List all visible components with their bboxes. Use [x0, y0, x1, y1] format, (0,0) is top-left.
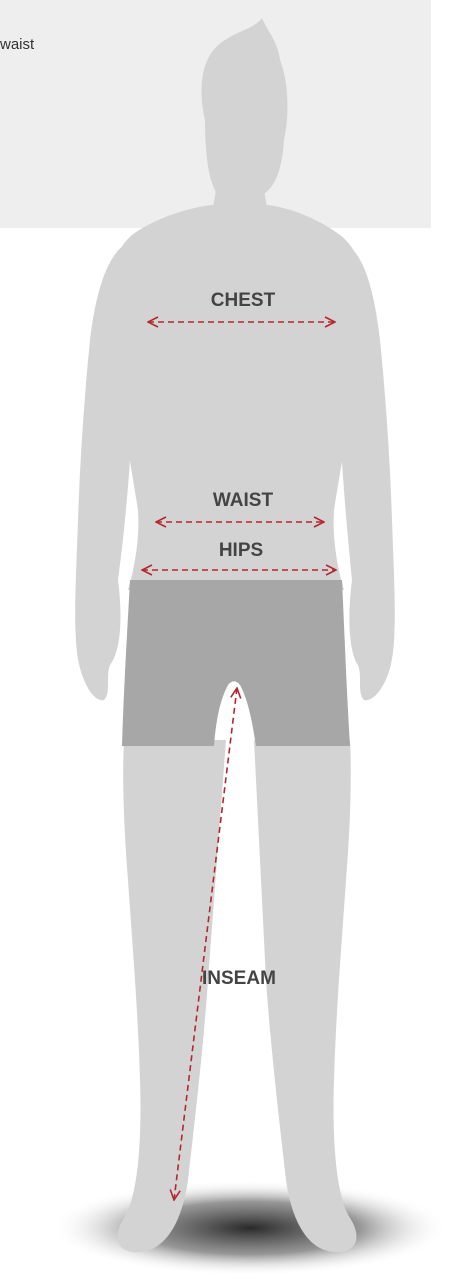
floor-shadow: [50, 1180, 450, 1276]
head: [202, 18, 288, 195]
chest-label: CHEST: [211, 290, 276, 311]
inseam-label: INSEAM: [202, 968, 276, 989]
waist-label: WAIST: [213, 490, 274, 511]
torso: [111, 205, 364, 590]
shorts: [122, 580, 350, 746]
left-leg: [117, 740, 226, 1252]
hips-label: HIPS: [219, 540, 263, 561]
right-leg: [254, 740, 357, 1252]
